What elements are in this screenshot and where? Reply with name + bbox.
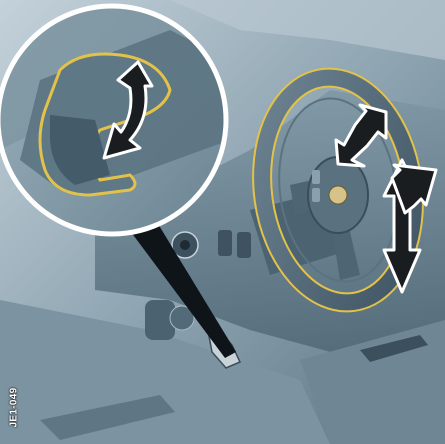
dash-switch-1: [218, 230, 232, 256]
dash-switch-2: [237, 232, 251, 258]
porsche-crest-icon: [329, 186, 347, 204]
ignition-key-slot: [180, 240, 190, 250]
figure-code-label: JE1-049: [8, 388, 19, 428]
